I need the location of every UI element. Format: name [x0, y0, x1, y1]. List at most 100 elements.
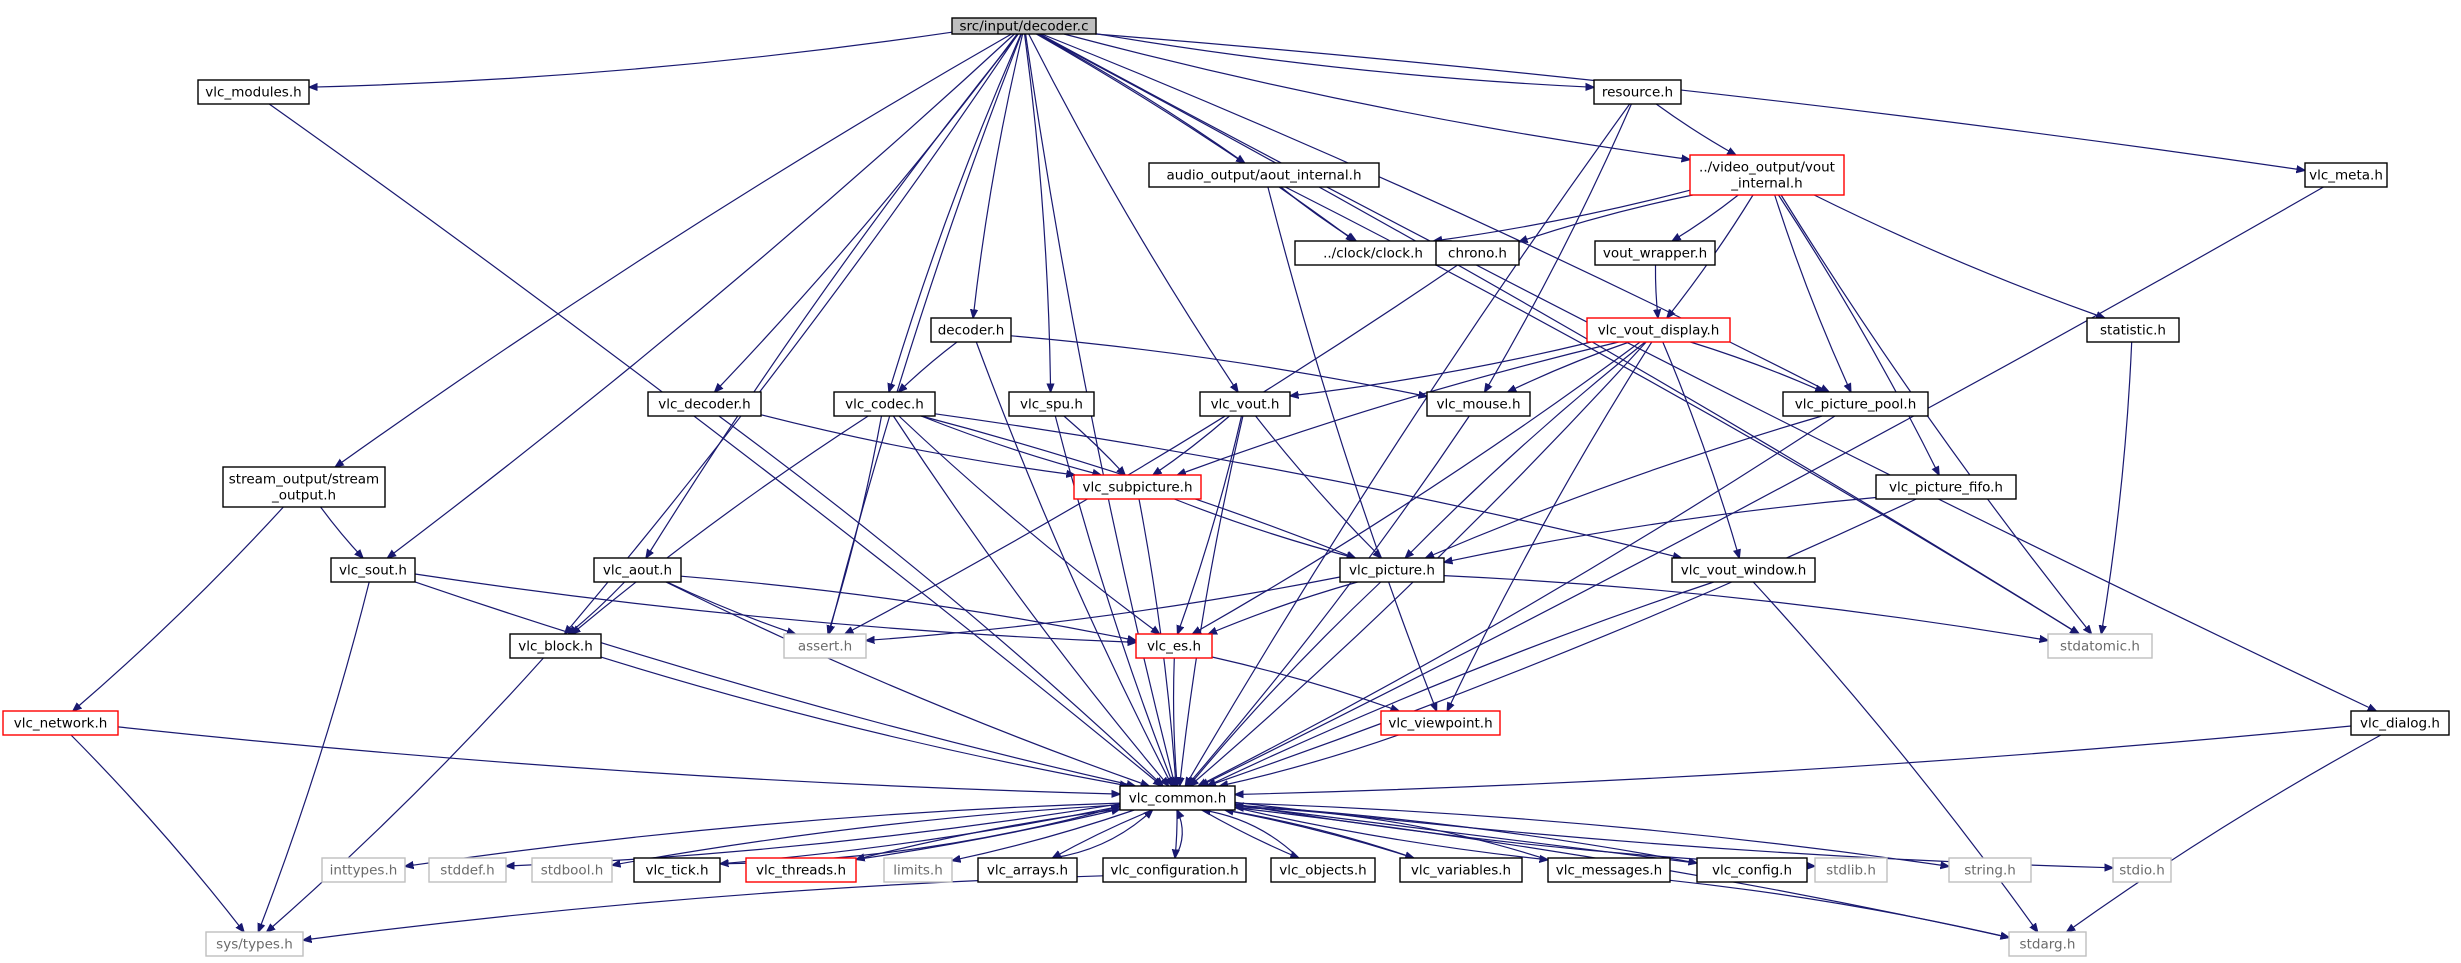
node-label: vlc_vout_window.h — [1681, 563, 1807, 579]
node-vlc-configuration[interactable]: vlc_configuration.h — [1102, 857, 1247, 883]
node-label: vlc_configuration.h — [1110, 863, 1238, 879]
edge-stream_output-to-vlc_sout — [320, 506, 363, 558]
edge-vlc_decoder-to-vlc_subpicture — [760, 414, 1075, 475]
node-vlc-aout[interactable]: vlc_aout.h — [593, 557, 682, 583]
node-box — [1547, 857, 1671, 883]
edge-vlc_common-to-stddef — [506, 803, 1121, 866]
node-vlc-variables[interactable]: vlc_variables.h — [1399, 857, 1523, 883]
edge-vlc_spu-to-vlc_subpicture — [1063, 415, 1125, 475]
edge-resource-to-vlc_common — [1185, 103, 1631, 786]
node-vlc-threads[interactable]: vlc_threads.h — [745, 857, 857, 883]
node-box — [1119, 785, 1236, 811]
edge-vlc_codec-to-vlc_es — [898, 415, 1160, 634]
edge-vlc_vout_display-to-vlc_subpicture — [1177, 341, 1619, 475]
edge-vlc_codec-to-vlc_common — [892, 415, 1168, 786]
edge-vlc_block-to-sys_types — [267, 657, 544, 932]
node-box — [1782, 391, 1929, 417]
node-vlc-codec[interactable]: vlc_codec.h — [833, 391, 936, 417]
node-box — [1008, 391, 1095, 417]
node-box — [1593, 79, 1682, 105]
node-box — [647, 391, 762, 417]
node-box — [1586, 317, 1731, 343]
node-label: _output.h — [271, 488, 336, 504]
node-label: stddef.h — [440, 863, 494, 879]
edge-vlc_sout-to-vlc_common — [414, 581, 1135, 786]
node-vlc-arrays[interactable]: vlc_arrays.h — [977, 857, 1078, 883]
edge-vlc_vout-to-vlc_es — [1178, 415, 1243, 634]
node-vlc-objects[interactable]: vlc_objects.h — [1270, 857, 1376, 883]
node-aout-internal[interactable]: audio_output/aout_internal.h — [1148, 162, 1380, 188]
node-label: decoder.h — [938, 323, 1005, 339]
node-vlc-subpicture[interactable]: vlc_subpicture.h — [1073, 474, 1202, 500]
node-label: vlc_picture_fifo.h — [1889, 480, 2003, 496]
edge-vlc_picture-to-vlc_es — [1208, 581, 1358, 634]
edge-vlc_messages-to-vlc_common — [1235, 808, 1549, 861]
node-vlc-vout[interactable]: vlc_vout.h — [1199, 391, 1291, 417]
edge-vlc_common-to-vlc_arrays — [1053, 809, 1153, 858]
node-vlc-mouse[interactable]: vlc_mouse.h — [1426, 391, 1531, 417]
node-label: vlc_block.h — [518, 639, 593, 655]
edge-vlc_modules-to-vlc_common — [268, 103, 1162, 786]
node-vlc-config[interactable]: vlc_config.h — [1696, 857, 1808, 883]
node-box — [1102, 857, 1247, 883]
node-vlc-common[interactable]: vlc_common.h — [1119, 785, 1236, 811]
node-vlc-block[interactable]: vlc_block.h — [509, 633, 602, 659]
node-label: stdarg.h — [2020, 937, 2076, 953]
node-vlc-vout-display[interactable]: vlc_vout_display.h — [1586, 317, 1731, 343]
node-vlc-picture[interactable]: vlc_picture.h — [1339, 557, 1445, 583]
node-decoder-h[interactable]: decoder.h — [930, 317, 1012, 343]
node-label: statistic.h — [2100, 323, 2166, 339]
node-label: vlc_spu.h — [1020, 397, 1083, 413]
edge-vlc_sout-to-sys_types — [258, 581, 370, 932]
node-vlc-sout[interactable]: vlc_sout.h — [330, 557, 416, 583]
node-clock[interactable]: ../clock/clock.h — [1294, 240, 1452, 266]
node-label: vlc_dialog.h — [2360, 716, 2440, 732]
edge-decoder_h-to-vlc_common — [975, 341, 1172, 786]
node-resource[interactable]: resource.h — [1593, 79, 1682, 105]
edge-vlc_codec-to-assert — [828, 415, 883, 634]
edge-vout_internal-to-stdatomic — [1780, 194, 2091, 634]
node-vlc-es[interactable]: vlc_es.h — [1135, 633, 1213, 659]
node-box — [222, 466, 386, 508]
edge-root-to-vlc_meta — [1094, 33, 2305, 170]
node-vlc-spu[interactable]: vlc_spu.h — [1008, 391, 1095, 417]
node-vlc-tick[interactable]: vlc_tick.h — [633, 857, 721, 883]
node-vout-internal[interactable]: ../video_output/vout_internal.h — [1689, 154, 1845, 196]
node-vlc-dialog[interactable]: vlc_dialog.h — [2350, 710, 2450, 736]
edge-vlc_picture-to-stdatomic — [1443, 575, 2048, 641]
node-box — [2304, 162, 2388, 188]
node-box — [428, 857, 507, 883]
node-box — [1294, 240, 1452, 266]
node-stream-output[interactable]: stream_output/stream_output.h — [222, 466, 386, 508]
edge-decoder_h-to-vlc_mouse — [1010, 335, 1427, 397]
node-statistic[interactable]: statistic.h — [2086, 317, 2180, 343]
node-label: resource.h — [1602, 85, 1673, 101]
edge-vlc_vout-to-vlc_subpicture — [1153, 415, 1230, 475]
node-assert: assert.h — [783, 633, 867, 659]
edge-vlc_spu-to-vlc_common — [1054, 415, 1173, 786]
node-vlc-messages[interactable]: vlc_messages.h — [1547, 857, 1671, 883]
edge-vlc_picture_fifo-to-vlc_common — [1207, 498, 1917, 786]
edge-vout_internal-to-statistic — [1813, 194, 2105, 318]
edge-root-to-vlc_aout — [646, 33, 1019, 558]
node-label: vlc_threads.h — [756, 863, 846, 879]
node-vout-wrapper[interactable]: vout_wrapper.h — [1594, 240, 1716, 266]
node-box — [1689, 154, 1845, 196]
node-label: vlc_decoder.h — [658, 397, 751, 413]
node-vlc-picture-pool[interactable]: vlc_picture_pool.h — [1782, 391, 1929, 417]
node-vlc-network[interactable]: vlc_network.h — [2, 710, 119, 736]
edges-layer — [70, 31, 2382, 940]
node-chrono[interactable]: chrono.h — [1435, 240, 1520, 266]
node-root[interactable]: src/input/decoder.c — [951, 17, 1097, 35]
node-stdbool: stdbool.h — [531, 857, 613, 883]
node-vlc-viewpoint[interactable]: vlc_viewpoint.h — [1380, 710, 1501, 736]
node-box — [1148, 162, 1380, 188]
node-vlc-meta[interactable]: vlc_meta.h — [2304, 162, 2388, 188]
node-vlc-decoder[interactable]: vlc_decoder.h — [647, 391, 762, 417]
edge-vlc_es-to-vlc_viewpoint — [1211, 656, 1399, 711]
node-label: src/input/decoder.c — [960, 19, 1089, 35]
node-vlc-modules[interactable]: vlc_modules.h — [197, 79, 310, 105]
node-vlc-vout-window[interactable]: vlc_vout_window.h — [1671, 557, 1816, 583]
edge-vlc_aout-to-assert — [666, 581, 795, 634]
node-vlc-picture-fifo[interactable]: vlc_picture_fifo.h — [1875, 474, 2017, 500]
